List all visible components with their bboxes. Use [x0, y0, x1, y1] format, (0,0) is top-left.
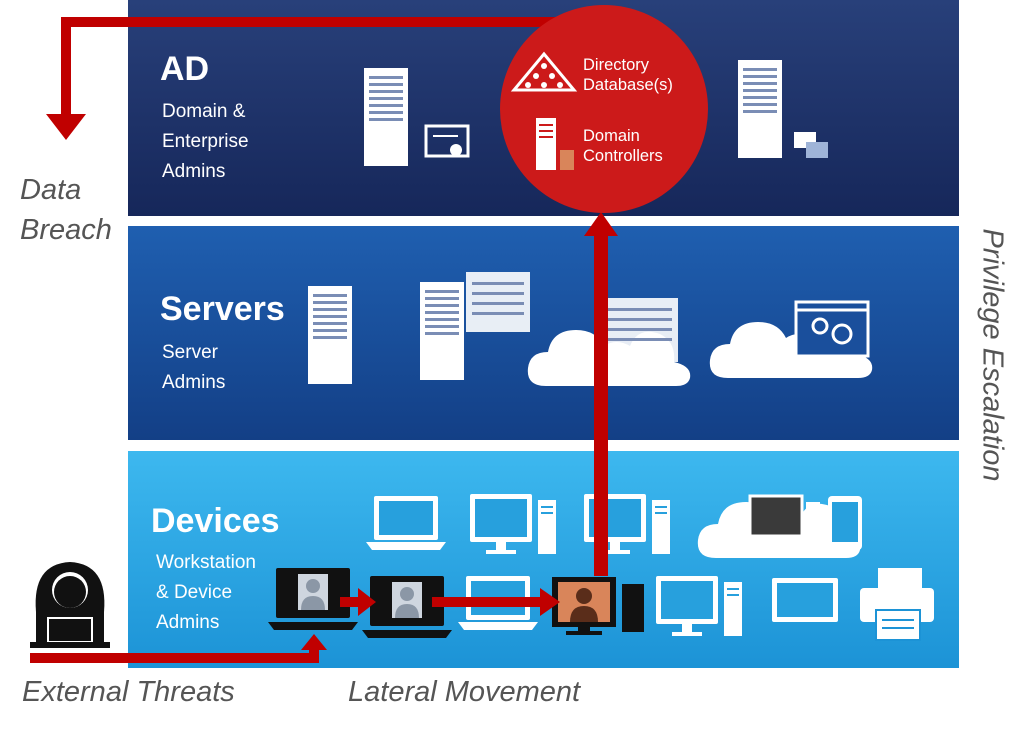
directory-database-line: Directory: [583, 56, 650, 74]
server-rack-icon: [466, 272, 530, 332]
breach-arrowhead: [46, 114, 86, 140]
servers-subtitle-line: Admins: [162, 372, 226, 393]
devices-subtitle-line: Admins: [156, 612, 220, 633]
domain-controllers-line: Controllers: [583, 147, 663, 165]
ad-subtitle-line: Enterprise: [162, 131, 249, 152]
tablet-icon: [828, 496, 862, 550]
servers-tier-title: Servers: [160, 290, 285, 328]
cloud-desktop-icon: [748, 494, 820, 538]
ad-subtitle-line: Domain &: [162, 101, 246, 122]
ad-server-icon: [364, 68, 408, 166]
devices-tier-subtitle: Workstation & Device Admins: [156, 548, 256, 638]
devices-tier-title: Devices: [151, 502, 280, 540]
lateral-arrowhead: [358, 588, 376, 616]
domain-controllers-line: Domain: [583, 127, 640, 145]
data-breach-line: Data: [20, 174, 82, 206]
ad-server-icon: [738, 60, 782, 158]
devices-subtitle-line: Workstation: [156, 552, 256, 573]
devices-tier: Devices Workstation & Device Admins: [128, 451, 959, 668]
monitor-icon: [772, 578, 838, 622]
ad-subtitle-line: Admins: [162, 161, 226, 182]
data-breach-label: Data Breach: [20, 170, 112, 250]
server-tower-icon: [308, 286, 352, 384]
domain-controller-target: [500, 5, 708, 213]
printer-icon: [860, 568, 934, 641]
desktop-icon: [470, 494, 556, 554]
domain-controllers-label: Domain Controllers: [583, 126, 663, 166]
cloud-server-rack-icon: [600, 298, 678, 362]
ad-tier-subtitle: Domain & Enterprise Admins: [162, 97, 249, 187]
directory-database-label: Directory Database(s): [583, 55, 673, 95]
servers-subtitle-line: Server: [162, 342, 218, 363]
directory-database-icon: [510, 51, 578, 92]
directory-database-line: Database(s): [583, 76, 673, 94]
lateral-arrowhead: [540, 588, 560, 616]
server-tower-icon: [420, 282, 464, 380]
escalation-arrowhead: [584, 212, 618, 236]
network-icon: [794, 132, 828, 158]
entry-arrowhead: [301, 634, 327, 650]
privilege-escalation-label: Privilege Escalation: [976, 228, 1009, 482]
laptop-icon: [366, 496, 446, 550]
certificate-icon: [424, 124, 470, 158]
servers-tier-subtitle: Server Admins: [162, 338, 225, 398]
data-breach-line: Breach: [20, 214, 112, 246]
compromised-admin-desktop-icon: [552, 577, 644, 635]
ad-tier-title: AD: [160, 50, 210, 88]
external-threats-label: External Threats: [22, 676, 235, 708]
devices-subtitle-line: & Device: [156, 582, 233, 603]
app-window-icon: [794, 300, 870, 358]
lateral-movement-label: Lateral Movement: [348, 676, 581, 708]
desktop-icon: [656, 576, 742, 636]
hacker-icon: [30, 562, 110, 648]
attack-path: [30, 17, 618, 663]
domain-controller-icon: [536, 118, 574, 170]
